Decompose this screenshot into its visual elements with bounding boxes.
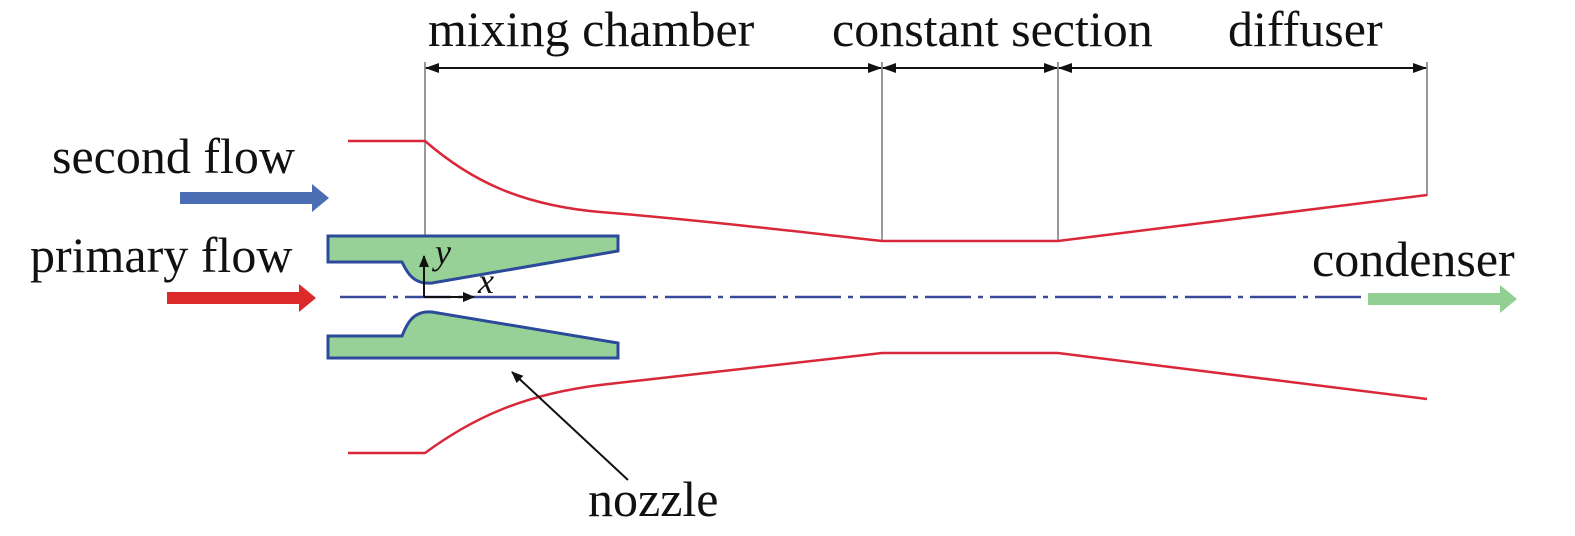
nozzle-pointer-arrow [511, 371, 629, 481]
y-axis-label: y [432, 232, 451, 272]
constant-section-label: constant section [832, 1, 1153, 57]
lower-wall [348, 351, 1428, 455]
second-flow-arrow [180, 184, 329, 212]
primary-flow-arrow [167, 284, 316, 312]
lower-nozzle-wall [326, 310, 620, 360]
condenser-label: condenser [1312, 231, 1515, 287]
second-flow-label: second flow [52, 128, 295, 184]
condenser-arrow [1368, 285, 1517, 313]
diffuser-label: diffuser [1228, 1, 1383, 57]
mixing-chamber-label: mixing chamber [428, 1, 755, 57]
x-axis-label: x [477, 261, 494, 301]
upper-nozzle-wall [326, 234, 620, 285]
primary-flow-label: primary flow [30, 227, 292, 283]
upper-wall [348, 139, 1428, 243]
nozzle-label: nozzle [588, 471, 718, 527]
